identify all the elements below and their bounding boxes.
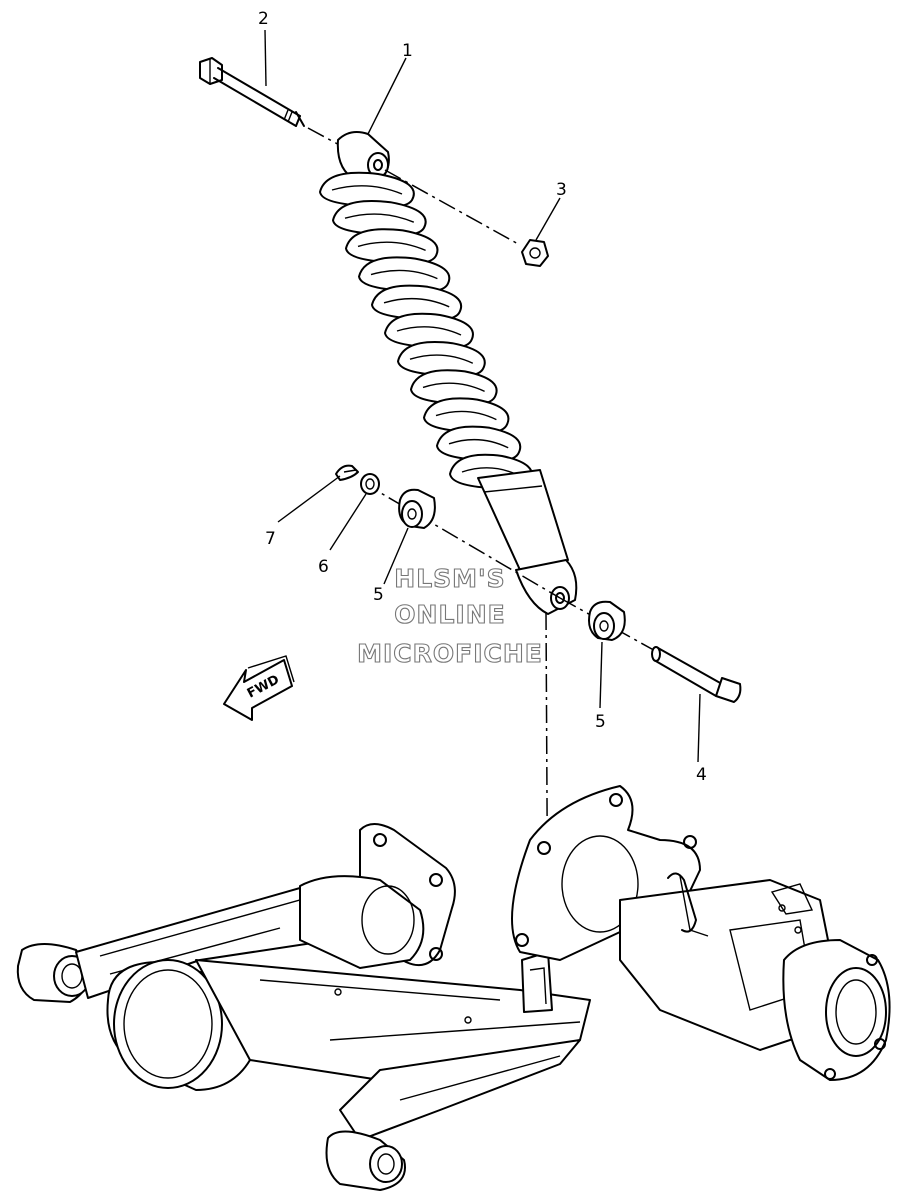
collar-part-5-left[interactable] — [398, 488, 436, 529]
pin-part-4[interactable] — [651, 646, 742, 703]
watermark: HLSM'S ONLINE MICROFICHE — [357, 563, 543, 668]
spring-coil — [358, 256, 451, 293]
bolt-part-2[interactable] — [199, 57, 305, 127]
watermark-line-2: ONLINE — [394, 600, 505, 629]
swingarm-assembly — [16, 785, 891, 1191]
callout-5-left: 5 — [373, 585, 384, 605]
callout-6: 6 — [318, 557, 329, 577]
cotter-pin-part-7[interactable] — [335, 464, 359, 481]
spring-coil-inner — [396, 326, 462, 336]
callout-4: 4 — [696, 765, 707, 785]
spring-coil-inner — [383, 297, 450, 308]
spring-coil-inner — [409, 354, 474, 364]
spring-coil-inner — [422, 382, 485, 393]
spring-coil — [436, 425, 522, 462]
washer-part-6[interactable] — [360, 473, 380, 495]
watermark-line-1: HLSM'S — [394, 564, 505, 593]
callout-5-right: 5 — [595, 712, 606, 732]
spring-coil — [384, 312, 474, 350]
spring-coil-inner — [448, 438, 509, 449]
spring-coil — [345, 228, 439, 265]
spring-coil-inner — [370, 269, 438, 280]
forward-direction-arrow-icon: FWD — [223, 655, 295, 721]
spring-coil-inner — [435, 410, 497, 421]
spring-coil — [423, 397, 510, 434]
spring-coil-inner — [357, 241, 426, 252]
callout-7: 7 — [265, 529, 276, 549]
collar-part-5-right[interactable] — [588, 600, 626, 641]
callout-3: 3 — [556, 180, 567, 200]
leader-lines — [264, 29, 701, 763]
spring-coil-inner — [344, 213, 415, 223]
spring-coil — [332, 200, 427, 237]
watermark-line-3: MICROFICHE — [357, 639, 543, 668]
spring-coil — [371, 284, 462, 321]
nut-part-3[interactable] — [521, 239, 549, 267]
spring-coil — [410, 369, 498, 406]
callout-2: 2 — [258, 9, 269, 29]
spring-coil-inner — [331, 185, 403, 195]
shock-absorber-part-1[interactable] — [319, 131, 578, 615]
spring-coil — [397, 341, 486, 378]
callout-1: 1 — [402, 41, 413, 61]
